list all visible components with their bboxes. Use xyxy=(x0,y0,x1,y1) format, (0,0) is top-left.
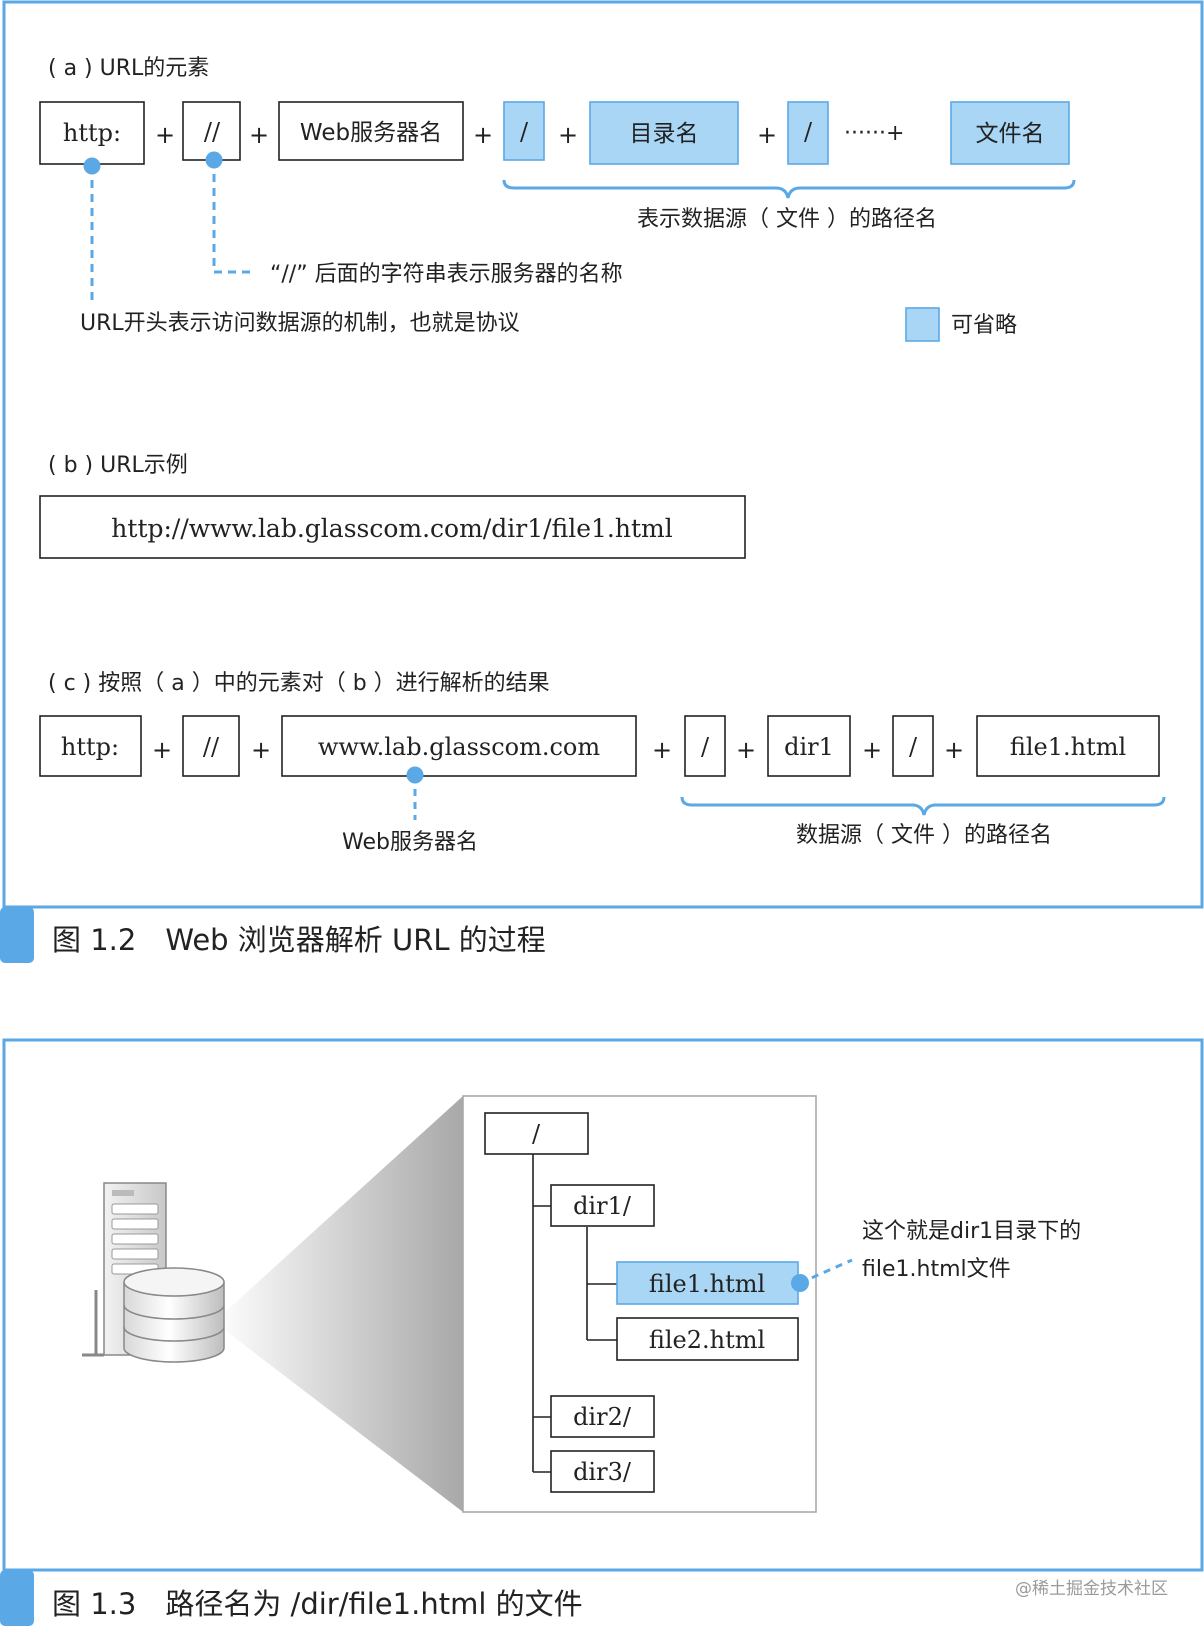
plus-a-1: + xyxy=(155,121,175,149)
slash-note: “//” 后面的字符串表示服务器的名称 xyxy=(270,262,623,287)
legend-label: 可省略 xyxy=(951,313,1017,338)
token-a-dirname-text: 目录名 xyxy=(630,121,699,147)
file1-callout-connector xyxy=(799,1258,853,1285)
token-a-server xyxy=(278,101,464,161)
connector-scheme-dot xyxy=(83,157,101,175)
section-a-label: ( a ) URL的元素 xyxy=(48,56,209,81)
token-a-filename-text: 文件名 xyxy=(976,121,1045,147)
token-c-slash-1 xyxy=(684,715,726,777)
token-c-scheme xyxy=(39,715,142,777)
tree-dir3-node xyxy=(550,1450,655,1493)
connector-server-dot xyxy=(406,766,424,784)
plus-a-4: + xyxy=(558,121,578,149)
token-c-file xyxy=(976,715,1160,777)
token-c-slash-1-text: / xyxy=(701,733,710,761)
server-database-icon xyxy=(82,1182,225,1363)
token-c-server-text: www.lab.glasscom.com xyxy=(318,733,601,761)
token-a-slash-1-text: / xyxy=(520,118,529,146)
token-a-filename xyxy=(950,101,1070,165)
token-a-slash-2 xyxy=(787,101,829,165)
tree-root-node xyxy=(484,1112,589,1155)
tree-dir2-node xyxy=(550,1395,655,1438)
plus-a-5: + xyxy=(757,121,777,149)
plus-a-2: + xyxy=(249,121,269,149)
file1-callout-dot xyxy=(791,1274,809,1292)
brace-a-label: 表示数据源（ 文件 ）的路径名 xyxy=(637,207,937,232)
connector-slashes xyxy=(212,160,252,274)
token-c-server xyxy=(281,715,637,777)
token-c-slash-2-text: / xyxy=(909,733,918,761)
figure-1-3-frame xyxy=(2,1038,1204,1572)
brace-c-label: 数据源（ 文件 ）的路径名 xyxy=(796,823,1052,848)
plus-a-3: + xyxy=(473,121,493,149)
legend-swatch xyxy=(905,307,940,342)
brace-a xyxy=(502,179,1076,199)
scheme-note: URL开头表示访问数据源的机制，也就是协议 xyxy=(80,311,520,336)
token-c-slashes xyxy=(182,715,240,777)
token-a-scheme-text: http: xyxy=(63,119,121,147)
example-url-box xyxy=(39,495,746,559)
token-c-file-text: file1.html xyxy=(1010,733,1126,761)
plus-c-5: + xyxy=(862,736,882,764)
figure-1-2: ( a ) URL的元素 http: + // + Web服务器名 + / + … xyxy=(0,0,1204,963)
caption-1-3-tab xyxy=(0,1570,34,1626)
token-c-dir-text: dir1 xyxy=(784,733,834,761)
plus-c-6: + xyxy=(944,736,964,764)
plus-c-4: + xyxy=(736,736,756,764)
tree-dir2-label: dir2/ xyxy=(573,1403,632,1431)
tree-file1-node xyxy=(616,1261,799,1305)
tree-dir1-node xyxy=(550,1184,655,1227)
token-a-dirname xyxy=(589,101,739,165)
tree-file2-label: file2.html xyxy=(649,1326,765,1354)
tree-dir1-label: dir1/ xyxy=(573,1192,632,1220)
ellipsis-plus-a: ······+ xyxy=(844,121,904,146)
token-c-slash-2 xyxy=(892,715,934,777)
watermark: @稀土掘金技术社区 xyxy=(1015,1579,1168,1599)
example-url-text: http://www.lab.glasscom.com/dir1/file1.h… xyxy=(111,514,672,543)
tree-dir3-label: dir3/ xyxy=(573,1458,632,1486)
caption-1-2-tab xyxy=(0,907,34,963)
section-c-label: ( c ) 按照（ a ）中的元素对（ b ）进行解析的结果 xyxy=(48,671,550,696)
zoom-beam xyxy=(214,1096,463,1512)
server-note: Web服务器名 xyxy=(342,830,478,855)
token-c-dir xyxy=(767,715,851,777)
file1-note-line1: 这个就是dir1目录下的 xyxy=(862,1219,1081,1244)
tree-file2-node xyxy=(616,1317,799,1361)
figure-1-2-frame xyxy=(2,0,1204,909)
tree-file1-label: file1.html xyxy=(649,1270,765,1298)
brace-c xyxy=(680,796,1166,816)
connector-slashes-dot xyxy=(205,151,223,169)
token-a-slash-2-text: / xyxy=(804,118,813,146)
token-a-slash-1 xyxy=(503,101,545,161)
token-a-slashes-text: // xyxy=(204,118,221,146)
token-a-server-text: Web服务器名 xyxy=(300,120,442,146)
token-c-scheme-text: http: xyxy=(61,733,119,761)
plus-c-3: + xyxy=(652,736,672,764)
plus-c-2: + xyxy=(251,736,271,764)
section-b-label: ( b ) URL示例 xyxy=(48,453,188,478)
caption-1-2: 图 1.2 Web 浏览器解析 URL 的过程 xyxy=(52,923,546,957)
token-c-slashes-text: // xyxy=(203,733,220,761)
tree-lines xyxy=(532,1154,617,1473)
caption-1-3: 图 1.3 路径名为 /dir/file1.html 的文件 xyxy=(52,1587,583,1621)
plus-c-1: + xyxy=(152,736,172,764)
tree-root-label: / xyxy=(532,1120,541,1148)
figure-1-3: / dir1/ file1.html file2.html dir2/ dir3… xyxy=(0,1038,1204,1626)
file1-note-line2: file1.html文件 xyxy=(862,1257,1011,1282)
